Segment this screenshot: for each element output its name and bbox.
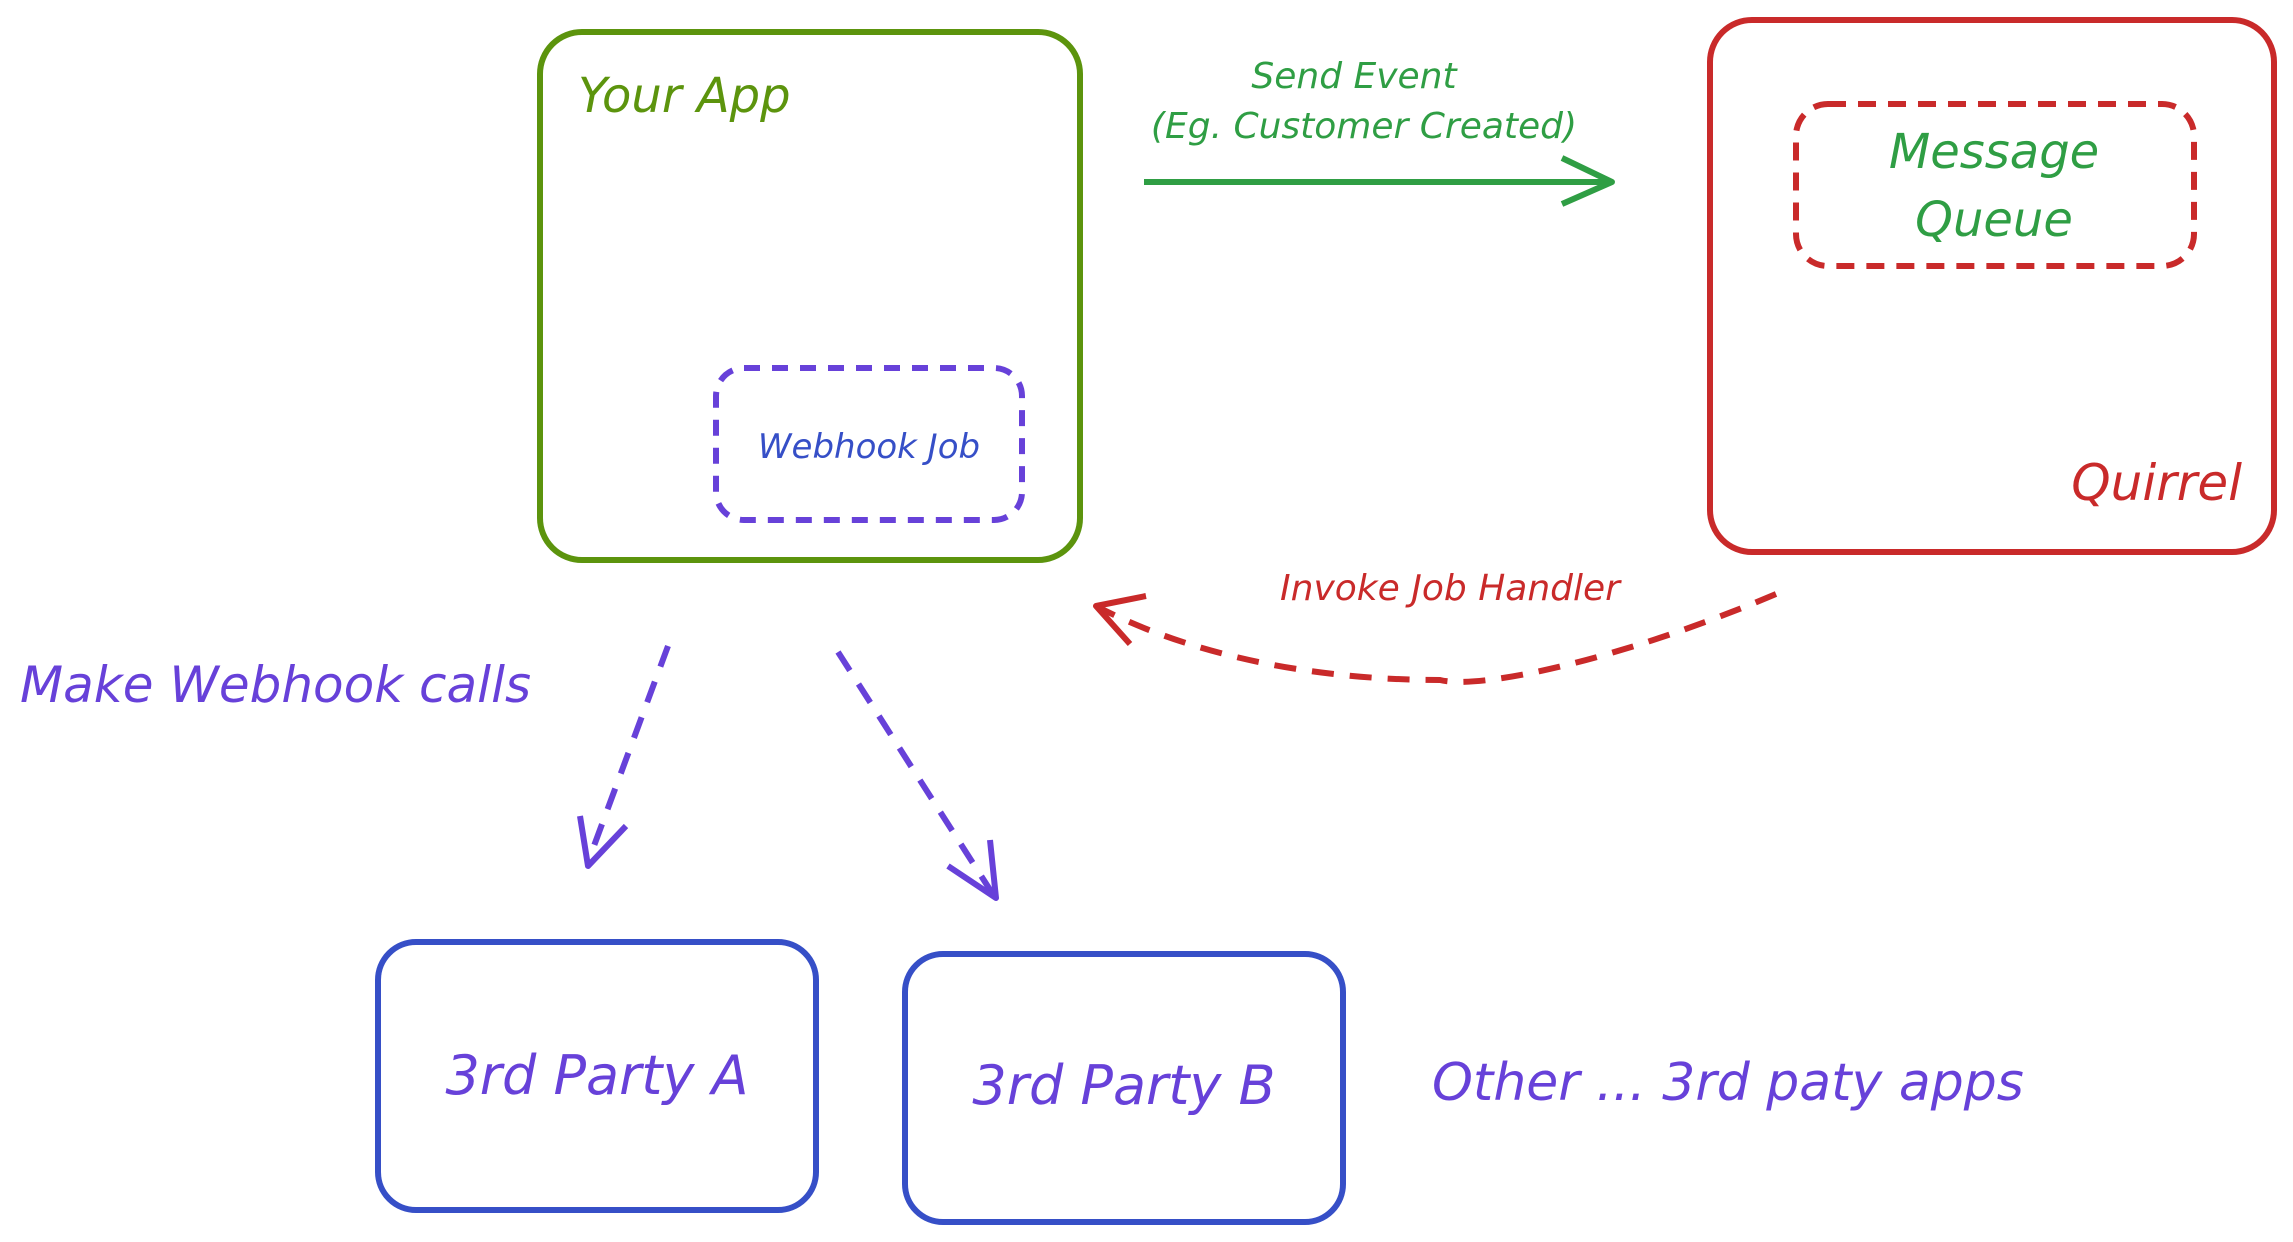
webhook-job-label: Webhook Job [758, 427, 980, 467]
third-party-a-label: 3rd Party A [445, 1044, 748, 1107]
quirrel-box: Quirrel [1707, 17, 2277, 555]
third-party-b-box: 3rd Party B [902, 951, 1346, 1225]
send-event-label: Send Event [1251, 56, 1458, 97]
message-queue-box: Message Queue [1793, 101, 2197, 269]
webhook-call-arrow-a [577, 644, 671, 869]
third-party-b-label: 3rd Party B [972, 1054, 1275, 1117]
message-queue-line2: Queue [1915, 192, 2073, 248]
webhook-call-arrow-b [835, 650, 999, 901]
send-event-example: (Eg. Customer Created) [1151, 106, 1577, 147]
send-event-arrow: Send Event (Eg. Customer Created) [1144, 56, 1615, 207]
message-queue-line1: Message [1889, 124, 2099, 180]
invoke-job-handler-arrow: Invoke Job Handler [1093, 568, 1778, 685]
your-app-label: Your App [578, 68, 791, 124]
make-webhook-calls-label: Make Webhook calls [20, 656, 531, 714]
your-app-box: Your App [537, 29, 1083, 563]
quirrel-label: Quirrel [2071, 454, 2242, 512]
third-party-a-box: 3rd Party A [375, 939, 819, 1213]
invoke-job-handler-label: Invoke Job Handler [1280, 568, 1622, 609]
other-apps-label: Other ... 3rd paty apps [1432, 1053, 2024, 1113]
webhook-job-box: Webhook Job [713, 365, 1025, 523]
